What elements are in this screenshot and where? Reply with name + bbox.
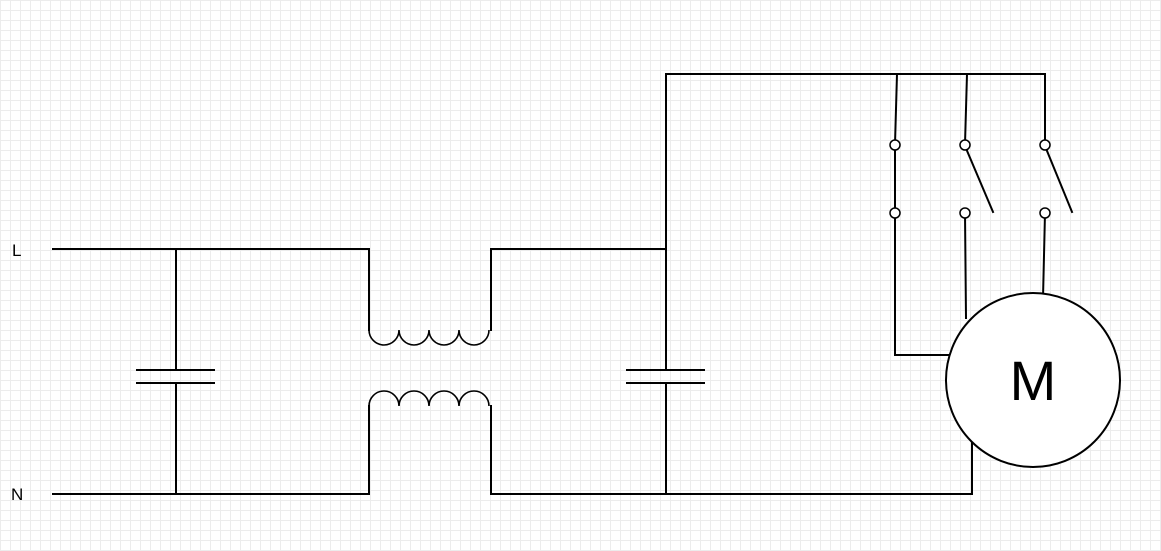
choke-upper-coil: [368, 329, 490, 346]
switch-3-bottom-terminal: [1039, 207, 1051, 219]
switch-1-motor-lead: [894, 212, 949, 356]
motor-circle: [945, 292, 1121, 468]
motor-label: M: [1010, 349, 1057, 412]
switch-3-blade: [1043, 144, 1074, 214]
switch-1-supply-lead: [893, 72, 899, 146]
neutral-output-wire: [490, 437, 973, 495]
motor: M: [945, 292, 1121, 468]
switch-1-bottom-terminal: [889, 207, 901, 219]
input-capacitor: [136, 248, 215, 495]
speed-switch-3: [1039, 139, 1074, 300]
switch-2-blade: [963, 144, 995, 214]
switch-3-motor-lead: [1041, 211, 1047, 300]
switch-2-supply-lead: [963, 72, 969, 146]
output-capacitor: [626, 248, 705, 495]
speed-switch-2: [959, 72, 995, 320]
neutral-terminal-label: N: [11, 485, 23, 504]
switch-supply-bus: [665, 73, 1046, 250]
switch-3-top-terminal: [1039, 139, 1051, 151]
line-terminal-label: L: [12, 241, 21, 260]
choke-upper-winding: [368, 248, 492, 346]
switch-2-bottom-terminal: [959, 207, 971, 219]
switch-1-top-terminal: [889, 139, 901, 151]
switch-2-top-terminal: [959, 139, 971, 151]
choke-lower-coil: [368, 390, 490, 407]
switch-2-motor-lead: [963, 211, 968, 320]
speed-switch-1: [889, 72, 949, 356]
choke-lower-winding: [368, 390, 492, 495]
